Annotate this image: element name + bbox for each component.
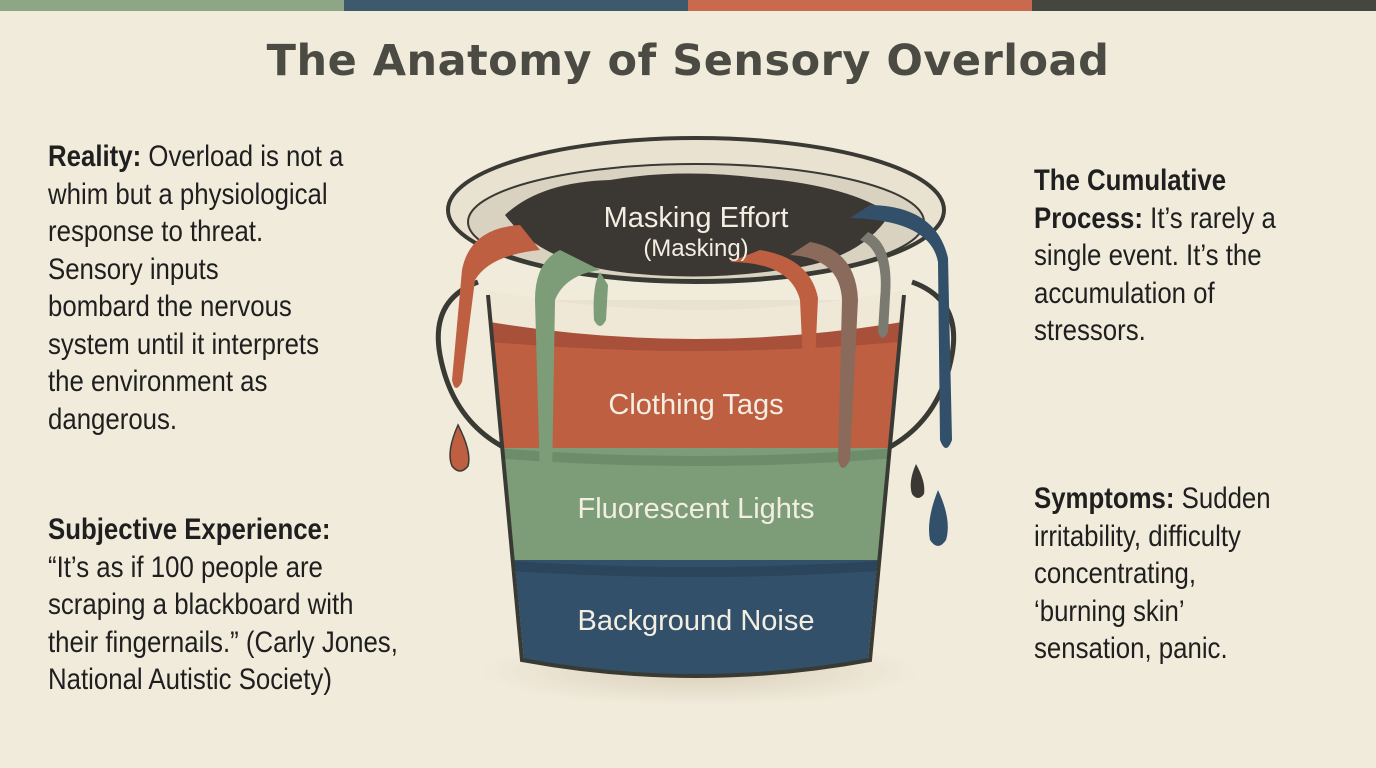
label-clothing-tags: Clothing Tags (608, 389, 783, 421)
drip-blue-right (850, 205, 952, 448)
bar-segment-orange (688, 0, 1032, 11)
reality-line: Sensory inputs (48, 252, 219, 286)
layer-background-noise (490, 560, 902, 675)
drop-blue (929, 490, 948, 546)
bar-segment-blue (344, 0, 688, 11)
label-masking-effort: Masking Effort (604, 202, 789, 234)
symptoms-line: concentrating, (1034, 557, 1197, 590)
bucket-handle-left (435, 279, 507, 451)
symptoms-block: Symptoms: Sudden irritability, difficult… (1034, 480, 1271, 668)
symptoms-line: irritability, difficulty (1034, 519, 1241, 553)
bucket-outline (486, 294, 906, 678)
drop-orange (449, 423, 470, 472)
bucket-inner-band (486, 290, 906, 339)
layer-background-noise-top (490, 558, 902, 577)
cumulative-line: single event. It’s the (1034, 239, 1262, 272)
subjective-line: scraping a blackboard with (48, 588, 354, 621)
drip-brown-right (790, 242, 858, 468)
bar-segment-dark (1032, 0, 1376, 11)
label-fluorescent-lights: Fluorescent Lights (578, 493, 815, 525)
subjective-line: their fingernails.” (Carly Jones, (48, 625, 398, 659)
symptoms-line: sensation, panic. (1034, 632, 1228, 665)
reality-line: response to threat. (48, 215, 264, 248)
subjective-line: National Autistic Society) (48, 663, 332, 696)
subjective-experience-block: Subjective Experience: “It’s as if 100 p… (48, 511, 398, 699)
layer-fluorescent-lights (490, 448, 902, 563)
reality-line: dangerous. (48, 402, 178, 436)
symptoms-line-1: Symptoms: Sudden (1034, 482, 1271, 515)
page-title: The Anatomy of Sensory Overload (266, 36, 1110, 86)
label-background-noise: Background Noise (578, 605, 815, 637)
symptoms-line: ‘burning skin’ (1034, 594, 1185, 628)
top-color-bar (0, 0, 1376, 11)
drip-orange-right (730, 250, 818, 391)
reality-line: bombard the nervous (48, 290, 292, 323)
drip-orange-left (452, 225, 540, 389)
bar-segment-green (0, 0, 344, 11)
drip-green-left (535, 250, 600, 489)
reality-line-1: Reality: Overload is not a (48, 140, 344, 173)
cumulative-line: stressors. (1034, 314, 1146, 347)
reality-line: the environment as (48, 365, 268, 398)
cumulative-line-2: Process: It’s rarely a (1034, 201, 1276, 235)
label-masking-sub: (Masking) (643, 235, 748, 262)
symptoms-heading: Symptoms: (1034, 482, 1175, 515)
drip-grey-right (860, 232, 891, 338)
cumulative-line: accumulation of (1034, 276, 1215, 310)
subjective-line: “It’s as if 100 people are (48, 550, 323, 584)
cumulative-process-block: The Cumulative Process: It’s rarely a si… (1034, 162, 1276, 350)
reality-line: system until it interprets (48, 327, 319, 361)
layer-fluorescent-lights-top (490, 446, 902, 466)
bucket-handle-right (886, 279, 957, 451)
reality-line: whim but a physiological (48, 177, 328, 211)
cumulative-heading-line: The Cumulative (1034, 164, 1227, 197)
drip-green-small (593, 272, 608, 326)
drop-dark (910, 464, 925, 498)
subjective-heading: Subjective Experience: (48, 513, 331, 546)
masking-liquid (505, 173, 890, 277)
drips (449, 205, 952, 546)
reality-heading: Reality: (48, 140, 142, 173)
reality-text-block: Reality: Overload is not a whim but a ph… (48, 138, 343, 438)
